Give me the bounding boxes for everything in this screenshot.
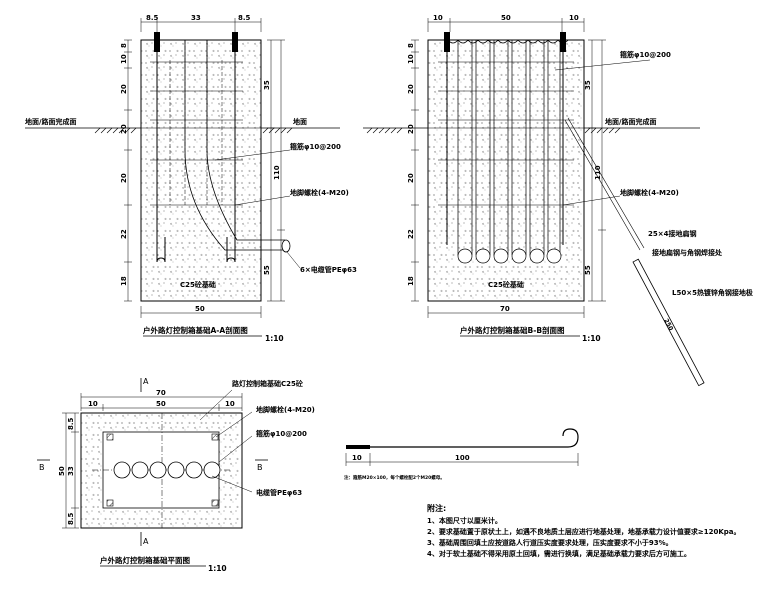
section-b-dim-top-3: 10 (569, 14, 579, 22)
section-b-dim-left-3: 20 (407, 84, 415, 94)
section-a-dim-left-4: 20 (120, 124, 128, 134)
section-a-ground-left-label: 地面/路面完成面 (25, 117, 77, 126)
plan-conduits (113, 461, 221, 479)
anchor-bolt-thread (346, 445, 370, 449)
section-b-width: 70 (500, 305, 510, 313)
section-b-dim-left-4: 20 (407, 124, 415, 134)
plan-dim-top-1: 10 (88, 400, 98, 408)
section-a-ground-right-label: 地面 (293, 117, 307, 126)
section-b-flat-steel-label: 25×4接地扁钢 (648, 229, 696, 238)
section-a-dim-left-5: 20 (120, 173, 128, 183)
note-item-3: 3、基础周围回填土应按道路人行道压实度要求处理，压实度要求不小于93%。 (427, 539, 673, 547)
section-a-scale: 1:10 (265, 334, 284, 343)
plan-marker-b-right: B (257, 463, 263, 472)
anchor-note: 注：箍筋M20×100，每个螺栓配2个M20螺母。 (344, 474, 445, 481)
section-b-dim-left-2: 10 (407, 54, 415, 64)
section-b-bolt-top-right (560, 32, 566, 52)
section-b-conduits (457, 40, 562, 264)
section-a-dim-top-2: 33 (191, 14, 201, 22)
plan-stirrup-label: 箍筋φ10@200 (256, 429, 307, 438)
plan-dim-top-4: 10 (225, 400, 235, 408)
section-b-title: 户外路灯控制箱基础B-B剖面图 (460, 325, 565, 335)
plan-marker-a-bottom: A (143, 537, 149, 546)
section-a-concrete-label: C25砼基础 (180, 280, 216, 289)
section-b-concrete-label: C25砼基础 (488, 280, 524, 289)
section-a-bolt-label: 地脚螺栓(4-M20) (290, 188, 349, 197)
section-b-bolt-top-left (444, 32, 450, 52)
plan-marker-b-left: B (39, 463, 45, 472)
section-b-bolt-label: 地脚螺栓(4-M20) (620, 188, 679, 197)
section-b-dim-right-3: 55 (584, 265, 592, 275)
note-item-4: 4、对于软土基础不得采用原土回填，需进行换填，满足基础承载力要求后方可施工。 (427, 550, 691, 558)
note-item-2: 2、要求基础置于原状土上，如遇不良地质土层应进行地基处理，地基承载力设计值要求≥… (427, 528, 741, 536)
section-a-dim-left-2: 10 (120, 54, 128, 64)
section-a-a: 8.5 33 8.5 8 10 20 20 20 22 18 35 110 55… (25, 14, 357, 343)
section-b-dim-left-5: 20 (407, 173, 415, 183)
section-a-bolt-top-left (154, 32, 160, 52)
section-b-dim-top-1: 10 (433, 14, 443, 22)
section-b-angle-steel (632, 258, 705, 387)
plan-dim-top-3: 50 (156, 400, 166, 408)
plan-dim-left-4: 8.5 (67, 512, 75, 525)
anchor-dim-short: 10 (352, 454, 362, 462)
section-a-conduit-label: 6×电缆管PEφ63 (300, 265, 357, 274)
plan-foundation-label: 路灯控制箱基础C25砼 (232, 379, 304, 388)
section-b-dim-right-1: 35 (584, 80, 592, 90)
section-a-title: 户外路灯控制箱基础A-A剖面图 (143, 325, 248, 335)
notes-title: 附注: (427, 504, 447, 513)
section-a-stirrup-label: 箍筋φ10@200 (290, 142, 341, 151)
plan-conduit-label: 电缆管PEφ63 (256, 488, 302, 497)
plan-view: A A B B 10 70 50 10 8.5 50 33 8.5 路灯控制箱基… (37, 377, 315, 573)
section-b-stirrup-label: 箍筋φ10@200 (620, 50, 671, 59)
section-b-dim-left-6: 22 (407, 229, 415, 239)
plan-dim-left-2: 50 (58, 466, 66, 476)
section-b-weld-label: 接地扁钢与角钢焊接处 (652, 248, 723, 257)
anchor-dim-long: 100 (455, 454, 470, 462)
section-a-conduit (184, 40, 285, 251)
section-b-scale: 1:10 (582, 334, 601, 343)
plan-dim-left-1: 8.5 (67, 417, 75, 430)
plan-marker-a-top: A (143, 377, 149, 386)
section-a-dim-right-3: 55 (263, 265, 271, 275)
section-a-dim-right-2: 110 (273, 165, 281, 180)
section-a-dim-top-1: 8.5 (146, 14, 159, 22)
section-b-dim-right-2: 110 (594, 165, 602, 180)
section-a-bolt-top-right (232, 32, 238, 52)
section-b-angle-label: L50×5热镀锌角钢接地极 (672, 288, 754, 297)
section-a-dim-right-1: 35 (263, 80, 271, 90)
section-b-dim-left-7: 18 (407, 276, 415, 286)
section-b-dim-top-2: 50 (501, 14, 511, 22)
section-b-dim-left-1: 8 (407, 43, 415, 48)
anchor-bolt-detail: 10 100 注：箍筋M20×100，每个螺栓配2个M20螺母。 (344, 428, 579, 481)
section-b-ground-label: 地面/路面完成面 (605, 117, 657, 126)
section-a-dim-left-6: 22 (120, 229, 128, 239)
anchor-bolt-body (370, 428, 579, 448)
section-a-dim-left-3: 20 (120, 84, 128, 94)
section-a-width: 50 (195, 305, 205, 313)
general-notes: 附注: 1、本图尺寸以厘米计。 2、要求基础置于原状土上，如遇不良地质土层应进行… (427, 503, 757, 560)
plan-bolts (106, 433, 219, 507)
section-b-concrete-body (427, 39, 585, 302)
plan-title: 户外路灯控制箱基础平面图 (100, 555, 190, 565)
note-item-1: 1、本图尺寸以厘米计。 (427, 517, 502, 525)
section-b-b: 10 50 10 8 10 20 20 20 22 18 35 110 55 7… (363, 14, 754, 387)
plan-bolt-label: 地脚螺栓(4-M20) (256, 405, 315, 414)
section-a-dim-top-3: 8.5 (238, 14, 251, 22)
plan-dim-top-2: 70 (156, 389, 166, 397)
section-a-dim-left-1: 8 (120, 43, 128, 48)
plan-scale: 1:10 (208, 564, 227, 573)
plan-dim-left-3: 33 (67, 466, 75, 476)
section-a-dim-left-7: 18 (120, 276, 128, 286)
section-a-concrete-body (140, 39, 262, 302)
